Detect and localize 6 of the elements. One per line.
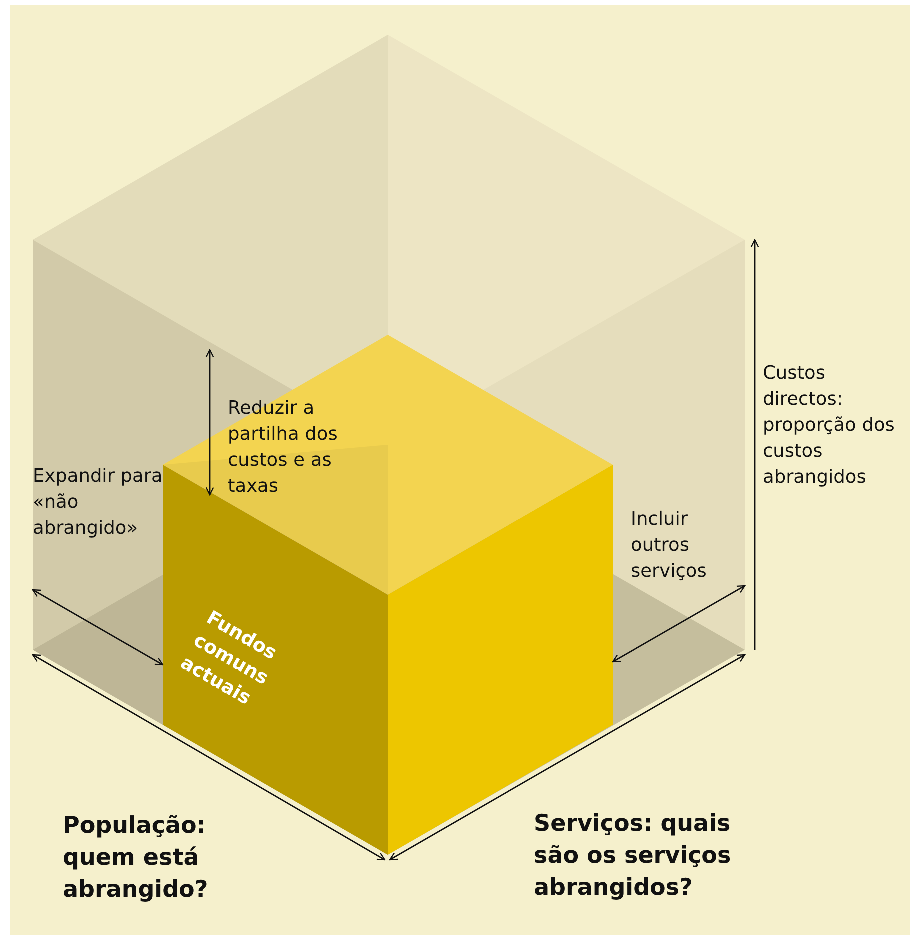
annotation-text: Custos directos: proporção dos custos abrangidos bbox=[763, 362, 896, 490]
annotation-text: Expandir para «não abrangido» bbox=[33, 465, 164, 541]
axis-title: Serviços: quais são os serviços abrangidos? bbox=[534, 810, 732, 903]
annotation-text: Reduzir a partilha dos custos e as taxas bbox=[228, 397, 339, 499]
annotation-text: Incluir outros serviços bbox=[631, 508, 708, 584]
axis-title: População: quem está abrangido? bbox=[63, 812, 210, 905]
